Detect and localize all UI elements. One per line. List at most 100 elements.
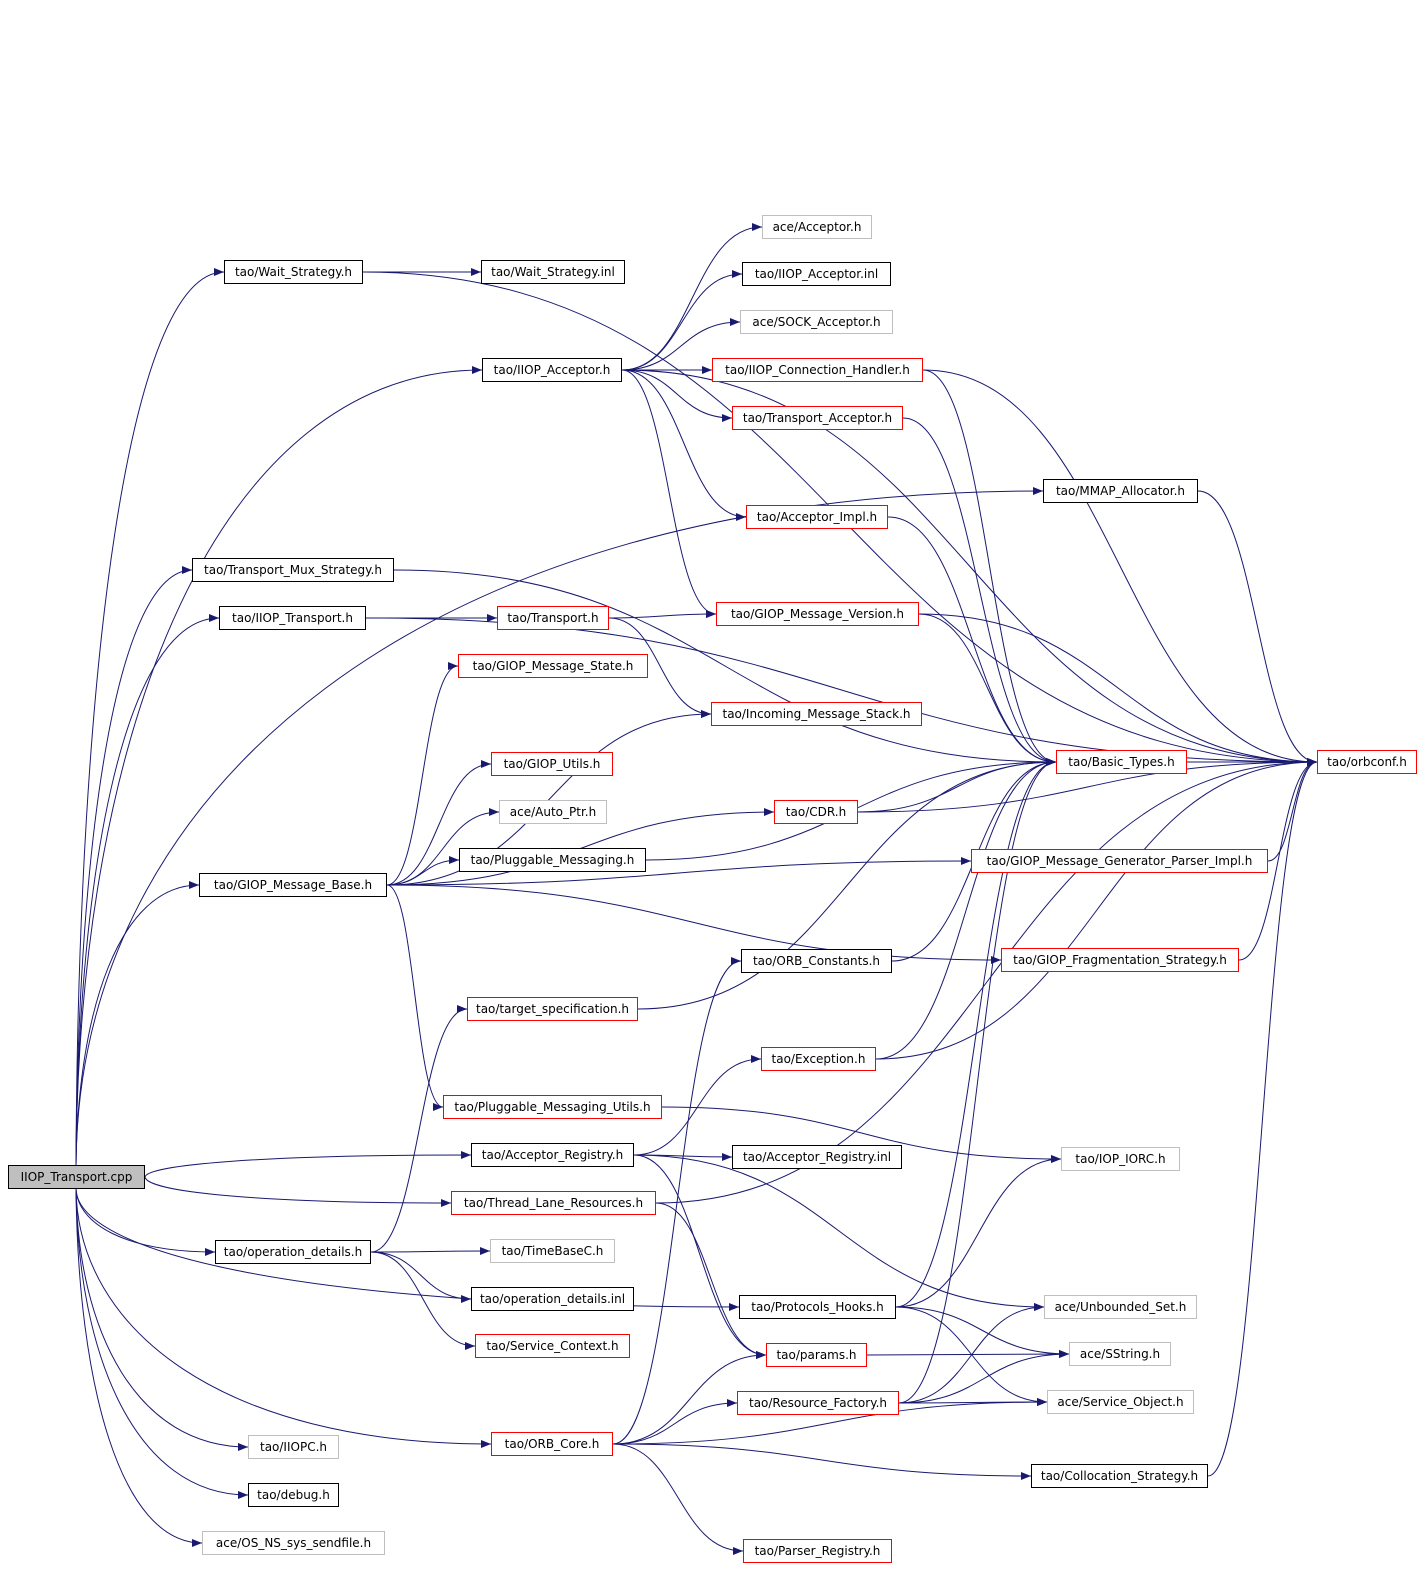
edge-prothooks-to-ioporc [895,1155,1062,1308]
node-mmap-allocator-h[interactable]: tao/MMAP_Allocator.h [1043,479,1198,503]
edge-root-to-ossend [75,1188,203,1547]
edge-fragst-to-orbconf [1238,758,1318,961]
edge-gmb-to-plugutils [386,884,444,1111]
node-unbounded-set-h[interactable]: ace/Unbounded_Set.h [1044,1295,1197,1319]
node-target-specification-h[interactable]: tao/target_specification.h [467,997,638,1021]
node-basic-types-h[interactable]: tao/Basic_Types.h [1056,750,1187,774]
node-params-h[interactable]: tao/params.h [766,1343,867,1367]
edge-orbcore-to-svcobj [612,1398,1048,1445]
edge-opdet-to-opdetinl [370,1251,472,1303]
node-cdr-h[interactable]: tao/CDR.h [774,800,858,824]
node-root[interactable]: IIOP_Transport.cpp [8,1165,145,1189]
node-timebasec-h[interactable]: tao/TimeBaseC.h [490,1239,615,1263]
node-acceptor-registry-inl[interactable]: tao/Acceptor_Registry.inl [732,1145,902,1169]
node-orb-core-h[interactable]: tao/ORB_Core.h [491,1432,613,1456]
node-transport-acceptor-h[interactable]: tao/Transport_Acceptor.h [732,406,903,430]
node-service-object-h[interactable]: ace/Service_Object.h [1047,1390,1194,1414]
edge-iiopacc-to-iiopaccinl [621,270,743,371]
node-giop-fragmentation-strategy-h[interactable]: tao/GIOP_Fragmentation_Strategy.h [1001,948,1239,972]
edge-root-to-tlr [144,1176,452,1207]
node-os-ns-sys-sendfile-h[interactable]: ace/OS_NS_sys_sendfile.h [202,1531,385,1555]
edge-iiopconn-to-basic [922,369,1057,766]
edge-tlr-to-orbconf [655,758,1318,1204]
edge-iiopacc-to-transacc [621,369,733,422]
edge-iiopacc-to-accimpl [621,369,747,521]
edge-prothooks-to-basic [895,758,1057,1308]
node-parser-registry-h[interactable]: tao/Parser_Registry.h [743,1539,892,1563]
edge-iiopacc-to-sockacc [621,318,741,371]
node-debug-h[interactable]: tao/debug.h [248,1483,339,1507]
node-operation-details-h[interactable]: tao/operation_details.h [215,1240,371,1264]
node-sstring-h[interactable]: ace/SString.h [1069,1342,1171,1366]
node-acceptor-registry-h[interactable]: tao/Acceptor_Registry.h [471,1143,634,1167]
node-collocation-strategy-h[interactable]: tao/Collocation_Strategy.h [1031,1464,1208,1488]
node-ace-acceptor-h[interactable]: ace/Acceptor.h [762,215,872,239]
node-incoming-message-stack-h[interactable]: tao/Incoming_Message_Stack.h [711,702,922,726]
edge-exc-to-basic [875,758,1057,1060]
node-transport-h[interactable]: tao/Transport.h [497,606,609,630]
node-resource-factory-h[interactable]: tao/Resource_Factory.h [737,1391,899,1415]
node-wait-strategy-inl[interactable]: tao/Wait_Strategy.inl [481,260,625,284]
edge-root-to-debug [75,1188,249,1499]
node-giop-message-base-h[interactable]: tao/GIOP_Message_Base.h [199,873,387,897]
edge-resfact-to-unbset [898,1303,1045,1404]
edge-cdr-to-basic [857,758,1057,813]
edge-exc-to-orbconf [875,758,1318,1060]
edge-accreg-to-exc [633,1055,762,1156]
node-transport-mux-strategy-h[interactable]: tao/Transport_Mux_Strategy.h [192,558,394,582]
edge-orbcore-to-params [612,1351,767,1445]
node-giop-message-generator-parser-impl-h[interactable]: tao/GIOP_Message_Generator_Parser_Impl.h [971,849,1268,873]
edge-accreg-to-unbset [633,1154,1045,1311]
edge-orbcore-to-resfact [612,1399,738,1445]
node-iiop-acceptor-inl[interactable]: tao/IIOP_Acceptor.inl [742,262,891,286]
edge-root-to-iioptr [75,614,220,1166]
node-exception-h[interactable]: tao/Exception.h [761,1047,876,1071]
node-giop-message-version-h[interactable]: tao/GIOP_Message_Version.h [716,602,919,626]
edge-gmb-to-giopu [386,760,492,886]
edge-gmb-to-gmgpi [386,857,972,886]
edge-root-to-muxs [75,566,193,1166]
node-pluggable-messaging-h[interactable]: tao/Pluggable_Messaging.h [459,848,646,872]
node-service-context-h[interactable]: tao/Service_Context.h [475,1334,630,1358]
node-auto-ptr-h[interactable]: ace/Auto_Ptr.h [499,800,607,824]
node-giop-utils-h[interactable]: tao/GIOP_Utils.h [491,752,613,776]
edge-params-to-sstring [866,1350,1070,1359]
node-iiop-transport-h[interactable]: tao/IIOP_Transport.h [219,606,366,630]
edge-prothooks-to-sstring [895,1306,1070,1358]
node-wait-strategy-h[interactable]: tao/Wait_Strategy.h [224,260,363,284]
edge-giopver-to-basic [918,613,1057,766]
edge-iioptr-to-orbconf [365,617,1318,766]
edge-transport-to-incstack [608,617,712,718]
node-iiopc-h[interactable]: tao/IIOPC.h [248,1435,339,1459]
edge-root-to-mmap [75,487,1044,1166]
edge-resfact-to-sstring [898,1350,1070,1404]
edge-opdet-to-timebase [370,1247,491,1256]
node-iiop-acceptor-h[interactable]: tao/IIOP_Acceptor.h [482,358,622,382]
edge-root-to-iiopacc [75,366,483,1166]
node-operation-details-inl[interactable]: tao/operation_details.inl [471,1287,634,1311]
node-giop-message-state-h[interactable]: tao/GIOP_Message_State.h [458,654,648,678]
edge-tlr-to-params [655,1202,767,1359]
edge-resfact-to-basic [898,758,1057,1404]
node-pluggable-messaging-utils-h[interactable]: tao/Pluggable_Messaging_Utils.h [443,1095,662,1119]
node-orb-constants-h[interactable]: tao/ORB_Constants.h [741,949,892,973]
node-acceptor-impl-h[interactable]: tao/Acceptor_Impl.h [746,505,888,529]
node-iop-iorc-h[interactable]: tao/IOP_IORC.h [1061,1147,1180,1171]
edge-gmb-to-fragst [386,884,1002,964]
node-sock-acceptor-h[interactable]: ace/SOCK_Acceptor.h [740,310,893,334]
node-protocols-hooks-h[interactable]: tao/Protocols_Hooks.h [739,1295,896,1319]
node-thread-lane-resources-h[interactable]: tao/Thread_Lane_Resources.h [451,1191,656,1215]
edge-cdr-to-orbconf [857,758,1318,813]
edge-iiopacc-to-acc [621,223,763,371]
edge-gmgpi-to-orbconf [1267,758,1318,862]
edge-accreg-to-params [633,1154,767,1359]
node-iiop-connection-handler-h[interactable]: tao/IIOP_Connection_Handler.h [712,358,923,382]
edge-gmb-to-giopstate [386,662,459,886]
node-orbconf-h[interactable]: tao/orbconf.h [1317,750,1417,774]
edge-root-to-iiopc [75,1188,249,1451]
edge-root-to-accreg [144,1151,472,1178]
edge-mmap-to-orbconf [1197,490,1318,766]
edge-transport-to-giopver [608,610,717,619]
